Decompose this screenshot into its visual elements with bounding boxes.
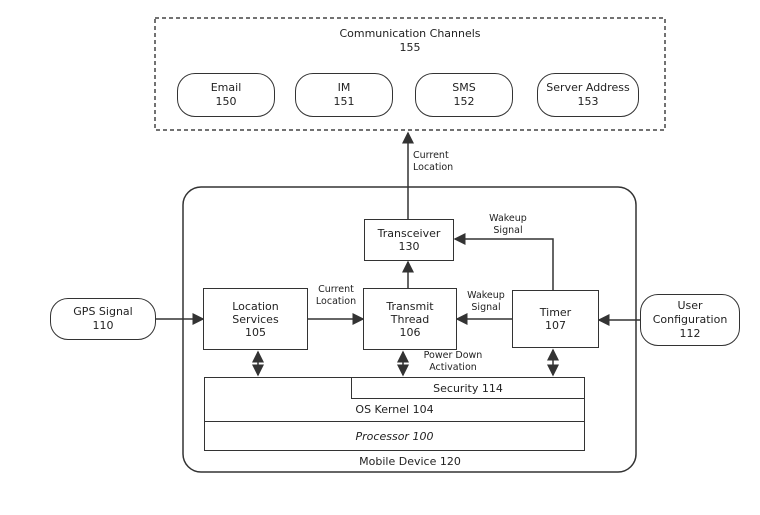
gps-signal-node: GPS Signal 110 (50, 298, 156, 340)
edge-text: Wakeup (489, 213, 527, 224)
transceiver-number: 130 (398, 240, 420, 253)
transceiver-node: Transceiver 130 (364, 219, 454, 261)
transmit-thread-node: Transmit Thread 106 (363, 288, 457, 350)
processor-label: Processor 100 (355, 429, 434, 443)
edge-text: Activation (429, 361, 477, 373)
edge-label-current-location-mid: Current Location (308, 284, 364, 308)
channels-number: 155 (399, 40, 421, 54)
channel-sms-label: SMS (452, 80, 476, 94)
transmit-thread-line2: Thread (390, 312, 430, 326)
channel-im-number: 151 (333, 95, 355, 108)
user-config-line2: Configuration (652, 312, 728, 326)
gps-number: 110 (92, 319, 114, 332)
timer-node: Timer 107 (512, 290, 599, 348)
arrow-timer-to-transceiver (453, 233, 554, 290)
security-layer-top: Security 114 (351, 377, 585, 399)
location-services-line2: Services (232, 312, 279, 326)
security-label-top: Security 114 (433, 381, 503, 395)
channel-server-label: Server Address (546, 80, 630, 94)
channel-sms: SMS 152 (415, 73, 513, 117)
edge-label-wakeup-mid: Wakeup Signal (458, 290, 514, 314)
edge-label-power-down: Power Down Activation (413, 350, 493, 374)
mobile-device-label: Mobile Device 120 (359, 455, 461, 468)
edge-text: Wakeup (467, 290, 505, 301)
edge-label-wakeup-top: Wakeup Signal (478, 213, 538, 237)
location-services-node: Location Services 105 (203, 288, 308, 350)
channel-sms-number: 152 (453, 95, 475, 108)
edge-text: Location (315, 295, 357, 307)
edge-text: Power Down (423, 350, 483, 361)
os-kernel-label: OS Kernel 104 (355, 403, 434, 416)
mobile-device-container (182, 186, 637, 473)
transceiver-label: Transceiver (377, 227, 441, 240)
edge-text: Current (318, 284, 354, 295)
edge-text: Location (413, 161, 454, 173)
channel-email-label: Email (210, 80, 242, 94)
edge-label-current-location-top: Current Location (413, 150, 483, 174)
channels-title-text: Communication Channels (339, 27, 481, 40)
transmit-thread-number: 106 (399, 325, 421, 339)
channels-container (154, 17, 666, 131)
user-config-number: 112 (679, 327, 701, 341)
timer-label: Timer (539, 306, 572, 319)
transmit-thread-line1: Transmit (386, 299, 434, 313)
user-configuration-node: User Configuration 112 (640, 294, 740, 346)
timer-number: 107 (545, 319, 566, 332)
processor-layer: Processor 100 (204, 421, 585, 451)
edge-text: Signal (471, 301, 501, 313)
user-config-line1: User (677, 298, 703, 312)
edge-text: Current (413, 150, 449, 161)
edge-text: Signal (493, 224, 523, 236)
location-services-line1: Location (232, 299, 279, 313)
location-services-number: 105 (245, 325, 266, 339)
gps-label: GPS Signal (73, 304, 133, 318)
channel-server-address: Server Address 153 (537, 73, 639, 117)
channel-im: IM 151 (295, 73, 393, 117)
channel-email-number: 150 (215, 95, 237, 108)
channel-email: Email 150 (177, 73, 275, 117)
channel-im-label: IM (337, 80, 351, 94)
channels-title: Communication Channels 155 (260, 27, 560, 55)
channel-server-number: 153 (577, 95, 599, 108)
